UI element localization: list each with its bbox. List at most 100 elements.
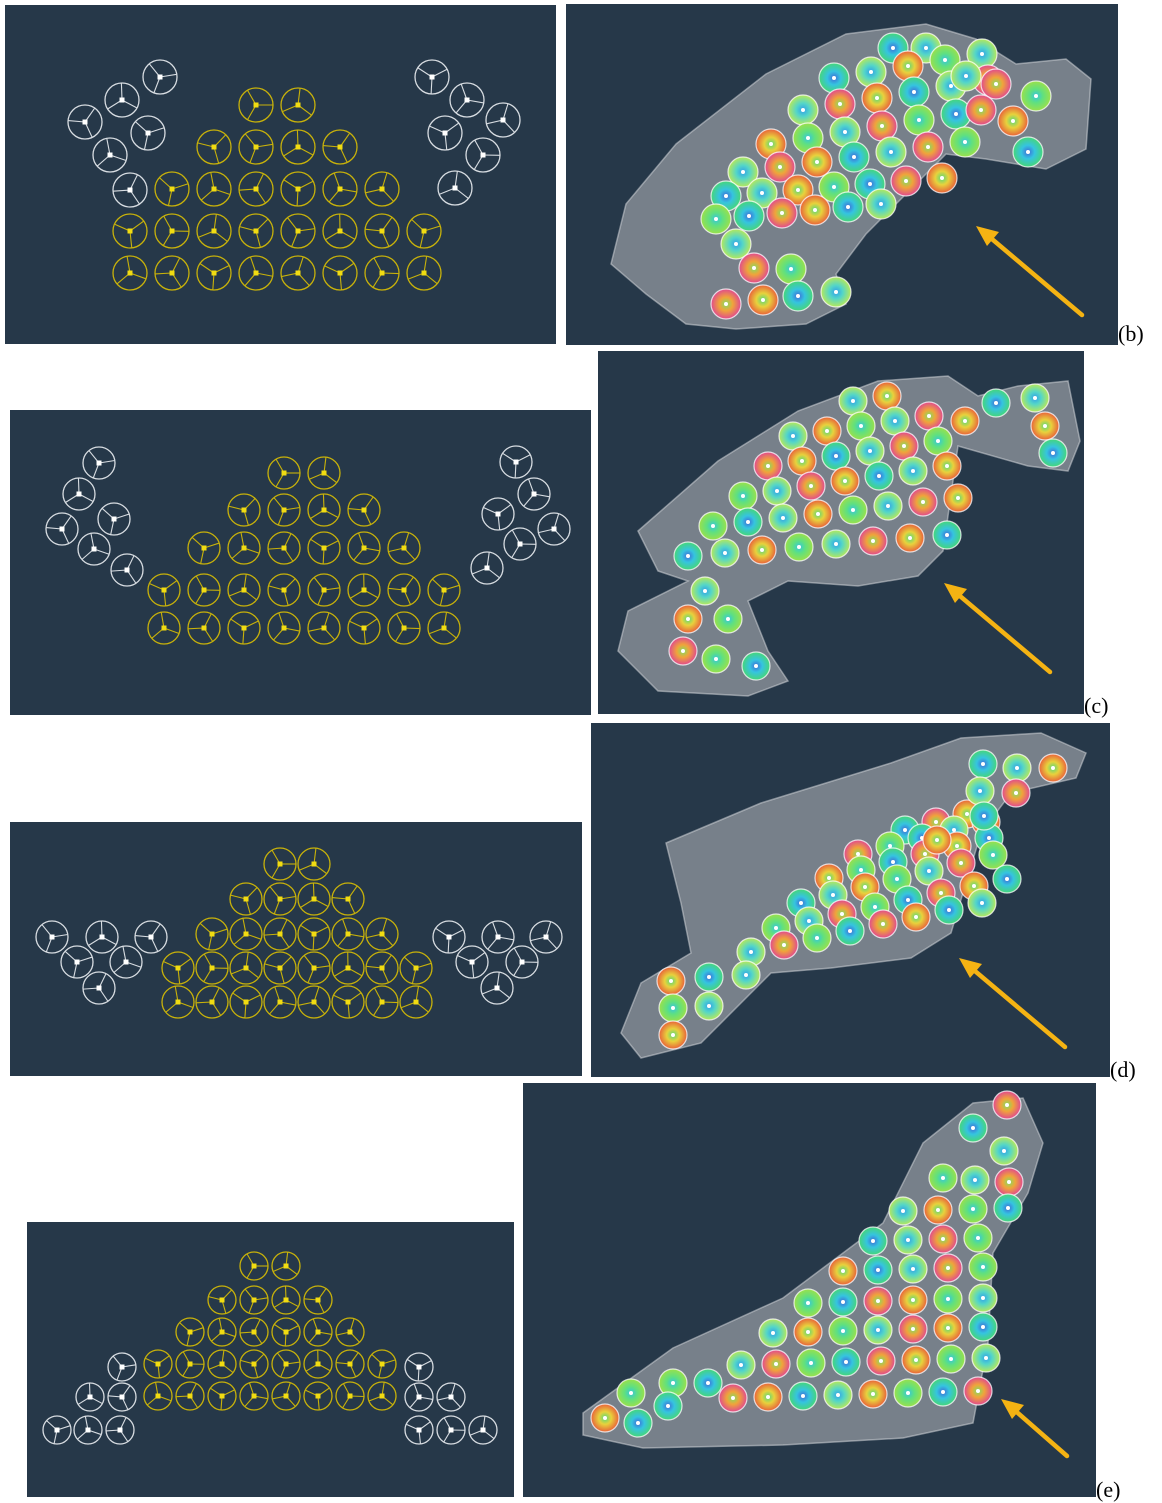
disc-center [856, 852, 860, 856]
disc-center [746, 520, 750, 524]
render-panel-e [523, 1083, 1096, 1497]
central-element [195, 917, 229, 951]
disc-center [827, 876, 831, 880]
disc-center [711, 524, 715, 528]
disc-center [809, 1361, 813, 1365]
central-element [322, 213, 358, 249]
disc-center [686, 554, 690, 558]
side-element [537, 512, 571, 546]
disc-center [949, 84, 953, 88]
central-element [406, 213, 442, 249]
disc-center [945, 533, 949, 537]
disc-center [935, 838, 939, 842]
central-element [322, 255, 358, 291]
disc-center [806, 1330, 810, 1334]
disc-center [881, 922, 885, 926]
disc-center [832, 76, 836, 80]
disc-center [955, 844, 959, 848]
disc-center [796, 188, 800, 192]
side-element [455, 945, 489, 979]
disc-center [902, 444, 906, 448]
disc-center [629, 1391, 633, 1395]
central-element [161, 985, 195, 1019]
disc-center [851, 508, 855, 512]
disc-center [926, 145, 930, 149]
central-element [280, 213, 316, 249]
side-element [107, 1352, 137, 1382]
disc-center [1015, 766, 1019, 770]
disc-center [778, 165, 782, 169]
central-element [196, 171, 232, 207]
disc-center [1005, 1103, 1009, 1107]
central-element [154, 171, 190, 207]
disc-center [780, 211, 784, 215]
disc-center [852, 155, 856, 159]
central-element [112, 255, 148, 291]
central-element [187, 611, 221, 645]
disc-center [906, 64, 910, 68]
disc-center [766, 464, 770, 468]
disc-center [972, 884, 976, 888]
central-element [267, 493, 301, 527]
central-element [271, 1251, 301, 1281]
disc-center [769, 142, 773, 146]
central-element [229, 882, 263, 916]
central-element [263, 847, 297, 881]
disc-center [840, 912, 844, 916]
disc-center [752, 266, 756, 270]
side-element [404, 1382, 434, 1412]
disc-center [912, 90, 916, 94]
disc-center [875, 96, 879, 100]
central-element [238, 171, 274, 207]
side-element [107, 1382, 137, 1412]
central-element [365, 917, 399, 951]
mesh-render-c [617, 375, 1081, 697]
disc-center [946, 1266, 950, 1270]
mesh-render-b [610, 23, 1092, 330]
central-element [238, 87, 274, 123]
disc-center [879, 202, 883, 206]
arrow-head-d [959, 958, 982, 978]
disc-center [766, 1395, 770, 1399]
disc-center [873, 905, 877, 909]
central-element [143, 1349, 173, 1379]
side-element [112, 172, 148, 208]
side-element [105, 1415, 135, 1445]
disc-center [979, 108, 983, 112]
disc-center [888, 844, 892, 848]
central-element [365, 951, 399, 985]
disc-center [946, 1297, 950, 1301]
disc-center [800, 459, 804, 463]
disc-center [981, 1325, 985, 1329]
disc-center [671, 1006, 675, 1010]
side-element [465, 137, 501, 173]
disc-center [963, 419, 967, 423]
disc-center [744, 973, 748, 977]
disc-center [886, 504, 890, 508]
side-element [480, 971, 514, 1005]
central-element [307, 456, 341, 490]
central-element [399, 985, 433, 1019]
central-element [303, 1349, 333, 1379]
central-element [387, 611, 421, 645]
disc-center [863, 885, 867, 889]
disc-center [760, 191, 764, 195]
central-element [307, 531, 341, 565]
central-element [207, 1381, 237, 1411]
direction-arrow-b [983, 231, 1085, 318]
element-layout-b [67, 59, 521, 291]
disc-center [843, 479, 847, 483]
disc-center [834, 454, 838, 458]
disc-center [1026, 150, 1030, 154]
disc-center [791, 434, 795, 438]
central-element [331, 951, 365, 985]
central-element [331, 917, 365, 951]
disc-center [774, 1362, 778, 1366]
disc-center [880, 124, 884, 128]
disc-center [917, 118, 921, 122]
disc-center [868, 182, 872, 186]
central-element [367, 1349, 397, 1379]
disc-center [726, 617, 730, 621]
central-element [207, 1285, 237, 1315]
disc-center [940, 176, 944, 180]
